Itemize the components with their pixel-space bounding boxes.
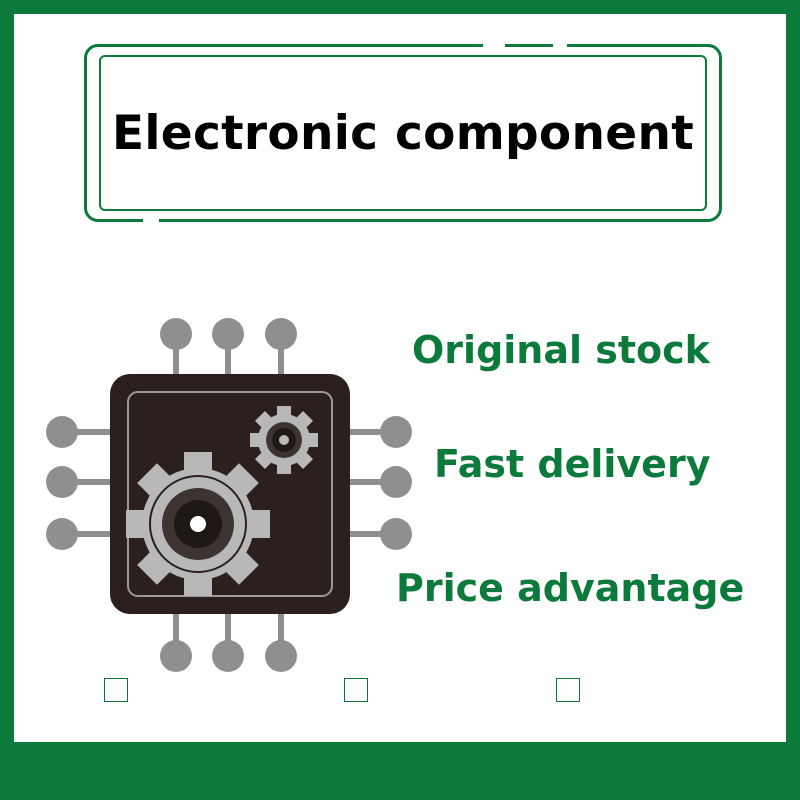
frame-gap xyxy=(483,43,505,49)
checkbox[interactable] xyxy=(344,678,368,702)
checkbox[interactable] xyxy=(556,678,580,702)
feature-original-stock: Original stock xyxy=(412,328,710,372)
chip-inner-outline xyxy=(127,391,333,597)
title-inner-frame: Electronic component xyxy=(99,55,707,211)
banner-canvas: Electronic component xyxy=(14,14,786,742)
small-gear-icon xyxy=(250,406,318,474)
frame-gap xyxy=(553,43,567,49)
microchip-with-gears-icon xyxy=(46,318,412,672)
chip-pins xyxy=(46,318,412,672)
feature-fast-delivery: Fast delivery xyxy=(434,442,711,486)
checkbox[interactable] xyxy=(104,678,128,702)
frame-gap xyxy=(143,217,159,223)
page-title: Electronic component xyxy=(111,105,694,161)
feature-price-advantage: Price advantage xyxy=(396,566,745,610)
title-frame: Electronic component xyxy=(84,43,722,223)
large-gear-icon xyxy=(126,452,270,596)
